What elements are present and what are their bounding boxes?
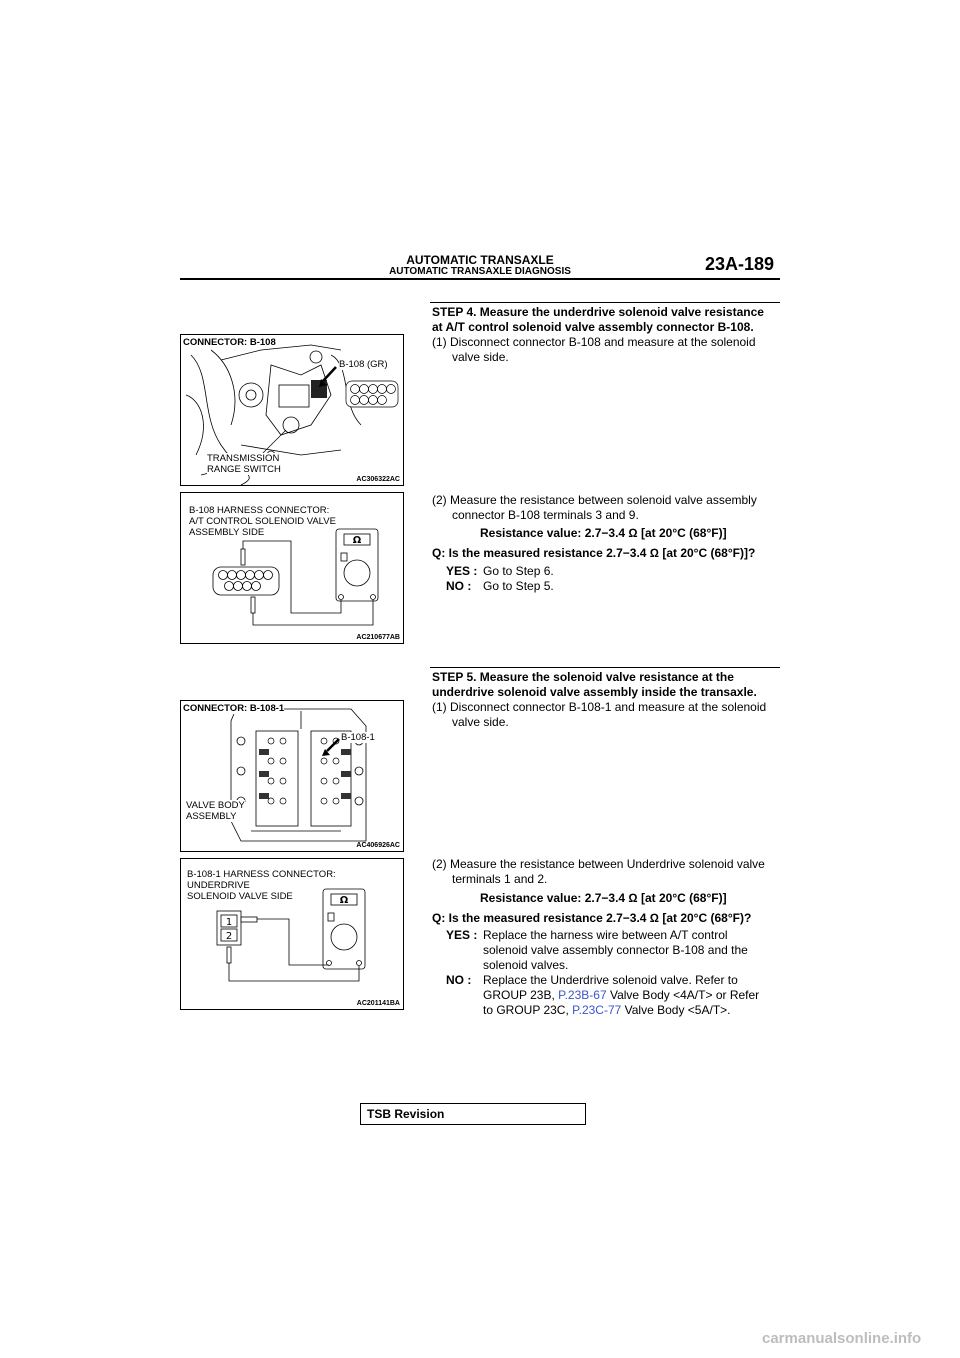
step5-no-line3: to GROUP 23C, P.23C-77 Valve Body <5A/T>… <box>483 1003 730 1018</box>
figure-connector-b108-1-valve-body: CONNECTOR: B-108-1 B-108-1 VALVE BODY AS… <box>180 700 404 852</box>
svg-text:Ω: Ω <box>340 895 349 906</box>
valve-body-illustration <box>230 708 367 842</box>
step5-item2-line1: (2) Measure the resistance between Under… <box>432 857 765 871</box>
figure-2-label-line2: A/T CONTROL SOLENOID VALVE <box>189 516 336 527</box>
step4-item2-line1: (2) Measure the resistance between solen… <box>432 493 757 507</box>
step5-rule <box>430 667 780 668</box>
figure-3-code: AC406926AC <box>356 842 400 849</box>
step5-yes-line2: solenoid valve assembly connector B-108 … <box>483 943 748 957</box>
step4-item2-line2: connector B-108 terminals 3 and 9. <box>452 508 639 522</box>
figure-1-connector-label: B-108 (GR) <box>339 359 388 370</box>
figure-1-code: AC306322AC <box>356 476 400 483</box>
page-number: 23A-189 <box>705 254 775 274</box>
step5-question: Q: Is the measured resistance 2.7−3.4 Ω … <box>432 911 752 925</box>
step5-no-label: NO : <box>446 973 472 987</box>
figure-2-code: AC210677AB <box>356 634 400 641</box>
step5-yes-line1: Replace the harness wire between A/T con… <box>483 928 728 942</box>
figure-3-connector-label: B-108-1 <box>341 732 375 743</box>
step5-yes-label: YES : <box>446 928 478 942</box>
svg-text:2: 2 <box>226 931 232 942</box>
step4-spec: Resistance value: 2.7−3.4 Ω [at 20°C (68… <box>480 526 727 540</box>
step5-yes-line3: solenoid valves. <box>483 958 569 972</box>
step5-no-line3-text-b: Valve Body <5A/T>. <box>621 1003 731 1017</box>
figure-2-label-line3: ASSEMBLY SIDE <box>189 527 265 538</box>
figure-b108-harness-meter: B-108 HARNESS CONNECTOR: A/T CONTROL SOL… <box>180 492 404 644</box>
step5-no-line2-text-b: Valve Body <4A/T> or Refer <box>606 988 760 1002</box>
figure-1-part-label-line1: TRANSMISSION <box>207 453 280 464</box>
step4-yes-label: YES : <box>446 564 478 578</box>
step5-no-line2: GROUP 23B, P.23B-67 Valve Body <4A/T> or… <box>483 988 759 1003</box>
figure-3-title: CONNECTOR: B-108-1 <box>183 703 285 714</box>
figure-b108-1-harness-meter: B-108-1 HARNESS CONNECTOR: UNDERDRIVE SO… <box>180 858 404 1010</box>
step5-heading-line2: underdrive solenoid valve assembly insid… <box>432 685 757 699</box>
step4-item1-line1: (1) Disconnect connector B-108 and measu… <box>432 335 756 349</box>
figure-4-label-line1: B-108-1 HARNESS CONNECTOR: <box>187 869 336 880</box>
figure-3-part-label-line1: VALVE BODY <box>186 800 245 811</box>
step4-no-text: Go to Step 5. <box>483 579 554 593</box>
link-p23c-77[interactable]: P.23C-77 <box>572 1003 622 1017</box>
step4-rule <box>430 302 780 303</box>
step5-no-line1: Replace the Underdrive solenoid valve. R… <box>483 973 738 987</box>
step4-heading-line1: STEP 4. Measure the underdrive solenoid … <box>432 305 764 319</box>
header-rule <box>180 278 780 280</box>
header-subtitle: AUTOMATIC TRANSAXLE DIAGNOSIS <box>389 266 571 277</box>
figure-3-part-label-line2: ASSEMBLY <box>186 811 237 822</box>
step4-no-label: NO : <box>446 579 472 593</box>
step5-item1-line1: (1) Disconnect connector B-108-1 and mea… <box>432 700 767 714</box>
link-p23b-67[interactable]: P.23B-67 <box>558 988 607 1002</box>
ohmmeter-diagram-2: 1 2 Ω <box>216 888 366 982</box>
svg-text:Ω: Ω <box>353 535 362 546</box>
step5-item1-line2: valve side. <box>452 715 509 729</box>
figure-1-part-label-line2: RANGE SWITCH <box>207 464 281 475</box>
figure-4-label-line2: UNDERDRIVE <box>187 880 250 891</box>
step5-heading-line1: STEP 5. Measure the solenoid valve resis… <box>432 670 734 684</box>
header-title: AUTOMATIC TRANSAXLE <box>406 253 554 267</box>
figure-4-code: AC201141BA <box>356 1000 400 1007</box>
step4-question: Q: Is the measured resistance 2.7−3.4 Ω … <box>432 546 756 560</box>
figure-2-label-line1: B-108 HARNESS CONNECTOR: <box>189 505 330 516</box>
step5-no-line2-text-a: GROUP 23B, <box>483 988 559 1002</box>
figure-connector-b108-photo: CONNECTOR: B-108 B-108 (GR) TRANSMISSION… <box>180 334 404 486</box>
ohmmeter-diagram: Ω <box>212 528 379 626</box>
figure-1-title: CONNECTOR: B-108 <box>183 337 276 348</box>
step5-spec: Resistance value: 2.7−3.4 Ω [at 20°C (68… <box>480 891 727 905</box>
figure-4-label-line3: SOLENOID VALVE SIDE <box>187 891 293 902</box>
step5-item2-line2: terminals 1 and 2. <box>452 872 548 886</box>
step4-item1-line2: valve side. <box>452 350 509 364</box>
svg-text:1: 1 <box>226 917 232 928</box>
step4-yes-text: Go to Step 6. <box>483 564 554 578</box>
step4-heading-line2: at A/T control solenoid valve assembly c… <box>432 320 754 334</box>
step5-no-line3-text-a: to GROUP 23C, <box>483 1003 573 1017</box>
footer-watermark: carmanualsonline.info <box>762 1330 922 1347</box>
tsb-revision-box: TSB Revision <box>360 1103 586 1125</box>
